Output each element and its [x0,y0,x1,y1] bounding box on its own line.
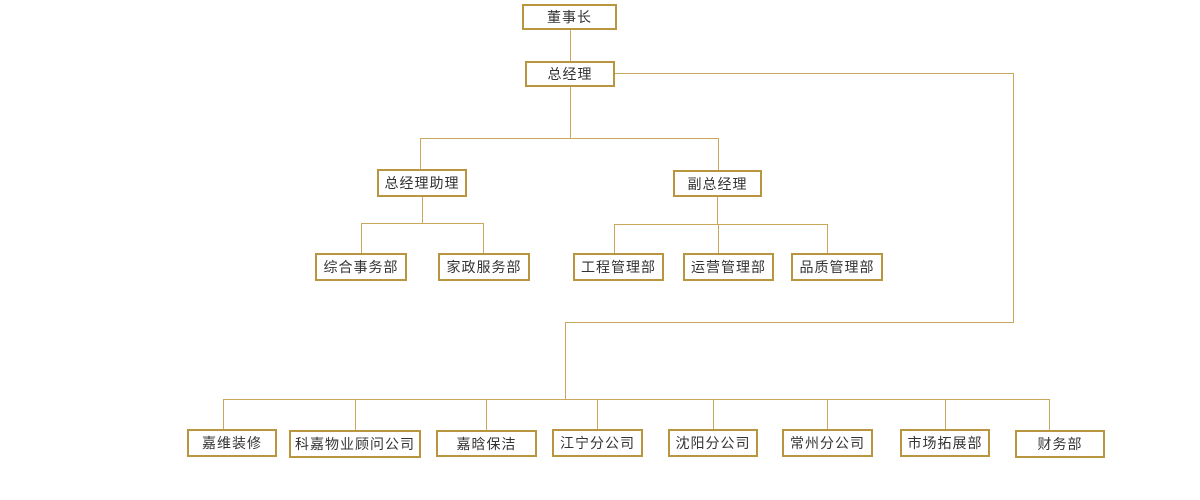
org-node-unit-kejia-property-consultant: 科嘉物业顾问公司 [289,430,421,458]
org-node-dept-engineering: 工程管理部 [573,253,664,281]
connector-line [420,138,421,169]
connector-line [570,29,571,61]
org-node-general-manager: 总经理 [525,61,615,87]
connector-line [422,197,423,223]
connector-line [355,399,356,430]
org-node-chairman: 董事长 [522,4,617,30]
connector-line [945,399,946,429]
connector-line [361,223,362,253]
connector-line [1013,73,1014,322]
org-node-unit-jiawei-decoration: 嘉维装修 [187,429,277,457]
org-node-unit-shenyang-branch: 沈阳分公司 [668,429,758,457]
connector-line [717,197,718,224]
org-node-gm-assistant: 总经理助理 [377,169,467,197]
connector-line [597,399,598,429]
connector-line [1049,399,1050,430]
connector-line [486,399,487,430]
connector-line [565,322,566,399]
org-node-dept-housekeeping: 家政服务部 [438,253,530,281]
connector-line [827,224,828,253]
org-node-unit-changzhou-branch: 常州分公司 [782,429,873,457]
org-node-unit-finance: 财务部 [1015,430,1105,458]
connector-line [565,322,1014,323]
connector-line [420,138,718,139]
org-node-unit-jiahan-cleaning: 嘉晗保洁 [436,430,537,457]
connector-line [614,224,615,253]
connector-line [615,73,1013,74]
org-node-unit-market-expansion: 市场拓展部 [900,429,990,457]
org-node-deputy-gm: 副总经理 [673,170,762,197]
connector-line [713,399,714,429]
connector-line [614,224,827,225]
connector-line [718,224,719,253]
org-node-unit-jiangning-branch: 江宁分公司 [552,429,643,457]
connector-line [827,399,828,429]
connector-line [223,399,224,429]
connector-line [570,87,571,138]
connector-line [361,223,483,224]
connector-line [483,223,484,253]
org-node-dept-general-affairs: 综合事务部 [315,253,407,281]
connector-line [718,138,719,170]
connector-line [223,399,1050,400]
org-node-dept-quality: 品质管理部 [791,253,883,281]
org-node-dept-operations: 运营管理部 [683,253,774,281]
